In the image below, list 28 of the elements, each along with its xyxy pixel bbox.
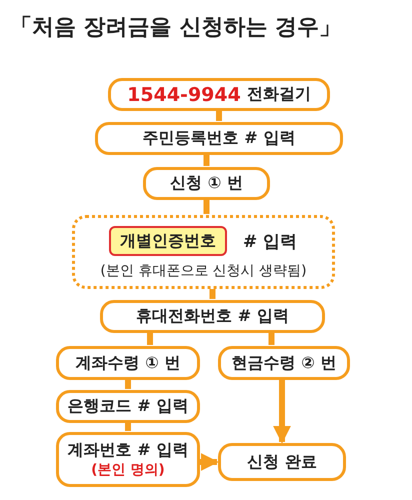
connector-line [204, 200, 210, 214]
note: (본인 휴대폰으로 신청시 생략됨) [99, 262, 308, 280]
arrow [200, 453, 219, 471]
connector-line [125, 380, 131, 389]
connector-line [147, 333, 153, 345]
arrow [273, 380, 291, 444]
step-box: 계좌수령 ① 번 [56, 346, 200, 380]
connector-line [210, 289, 216, 299]
step-label: 전화걸기 [246, 84, 311, 105]
step-box [56, 432, 200, 487]
step-box: 은행코드 # 입력 [56, 390, 200, 423]
connector-line [268, 333, 274, 345]
highlight-box: 개별인증번호 [109, 226, 227, 256]
step-box [108, 78, 330, 111]
step-label: 계좌번호 # 입력 [68, 440, 188, 461]
connector-line [125, 423, 131, 431]
step-box: 신청 완료 [218, 443, 346, 481]
step-box [72, 215, 335, 289]
step-box: 주민등록번호 # 입력 [95, 122, 343, 155]
title: 「처음 장려금을 신청하는 경우」 [10, 14, 341, 42]
connector-line [204, 155, 210, 166]
connector-line [216, 111, 222, 121]
step-box: 신청 ① 번 [143, 167, 270, 200]
step-label: # 입력 [243, 231, 298, 253]
step-box: 휴대전화번호 # 입력 [100, 300, 325, 333]
note: (본인 명의) [91, 461, 165, 479]
phone-number: 1544-9944 [127, 84, 241, 106]
step-box: 현금수령 ② 번 [218, 346, 350, 380]
